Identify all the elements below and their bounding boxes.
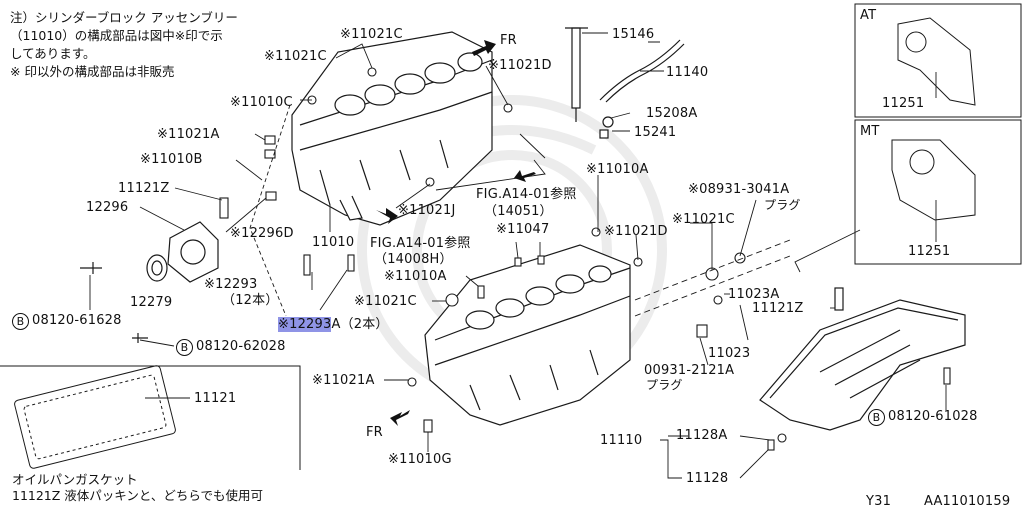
dipstick-assembly — [565, 27, 685, 139]
part-label-11021d[interactable]: ※11021D — [604, 224, 668, 239]
at-panel-label: AT — [860, 8, 877, 23]
fig-reference-14051[interactable]: FIG.A14-01参照 — [476, 187, 577, 202]
part-label-15241[interactable]: 15241 — [634, 125, 677, 140]
part-label-11021j[interactable]: ※11021J — [398, 203, 456, 218]
part-label-11021a[interactable]: ※11021A — [157, 127, 220, 142]
part-label-11121[interactable]: 11121 — [194, 391, 237, 406]
part-label-11110[interactable]: 11110 — [600, 433, 643, 448]
part-label-11021a[interactable]: ※11021A — [312, 373, 375, 388]
part-label-11128a[interactable]: 11128A — [676, 428, 728, 443]
assembly-note-line-4: ※ 印以外の構成部品は非販売 — [10, 64, 175, 79]
part-label-15208a[interactable]: 15208A — [646, 106, 698, 121]
part-label-11010a[interactable]: ※11010A — [586, 162, 649, 177]
part-label-11021c[interactable]: ※11021C — [340, 27, 403, 42]
part-label-11121z[interactable]: 11121Z — [752, 301, 804, 316]
part-label-11010a[interactable]: ※11010A — [384, 269, 447, 284]
oil-pan — [759, 287, 966, 431]
part-label-12279[interactable]: 12279 — [130, 295, 173, 310]
part-label-12293-quantity: （12本） — [222, 293, 279, 308]
fr-direction-top: FR — [500, 33, 517, 48]
footer-model-code: Y31 — [866, 494, 892, 509]
part-label-11010c[interactable]: ※11010C — [230, 95, 293, 110]
mt-panel-label: MT — [860, 124, 880, 139]
part-label-12293a-suffix: A（2本） — [331, 317, 389, 332]
assembly-note-line-3: してあります。 — [10, 46, 96, 61]
part-label-11010g[interactable]: ※11010G — [388, 452, 452, 467]
bolt-mark-icon: B — [868, 409, 885, 426]
part-label-11047[interactable]: ※11047 — [496, 222, 550, 237]
part-label-11021c[interactable]: ※11021C — [264, 49, 327, 64]
part-label-11128[interactable]: 11128 — [686, 471, 729, 486]
part-label-11010[interactable]: 11010 — [312, 235, 355, 250]
part-label-11023[interactable]: 11023 — [708, 346, 751, 361]
assembly-note-line-1: 注）シリンダーブロック アッセンブリー — [10, 10, 238, 25]
part-label-12293[interactable]: ※12293 — [204, 277, 258, 292]
leader-lines — [89, 32, 947, 479]
footer-figure-code: AA11010159 — [924, 494, 1011, 509]
rear-seal-parts — [80, 221, 219, 343]
part-label-11021d[interactable]: ※11021D — [488, 58, 552, 73]
fig-reference-14051-code: （14051） — [484, 204, 553, 219]
fr-arrows — [376, 40, 536, 426]
bolt-mark-icon: B — [12, 313, 29, 330]
part-label-12293a[interactable]: ※12293A（2本） — [278, 317, 389, 332]
fig-reference-14008h-code: （14008H） — [374, 252, 453, 267]
highlighted-part-number[interactable]: ※12293 — [278, 317, 332, 332]
part-label-12296d[interactable]: ※12296D — [230, 226, 294, 241]
fr-direction-bottom: FR — [366, 425, 383, 440]
fig-reference-14008h[interactable]: FIG.A14-01参照 — [370, 236, 471, 251]
part-label-00931-2121a[interactable]: 00931-2121A — [644, 363, 735, 378]
assembly-note-line-2: （11010）の構成部品は図中※印で示 — [10, 28, 223, 43]
cylinder-block-lower — [424, 244, 631, 426]
cylinder-block-upper — [291, 31, 493, 226]
part-label-11121z[interactable]: 11121Z — [118, 181, 170, 196]
part-label-15146[interactable]: 15146 — [612, 27, 655, 42]
bolt-mark-icon: B — [176, 339, 193, 356]
part-label-11251-mt[interactable]: 11251 — [908, 244, 951, 259]
part-label-11140[interactable]: 11140 — [666, 65, 709, 80]
gasket-note-line-2: 11121Z 液体パッキンと、どちらでも使用可 — [12, 488, 264, 503]
plug-label: プラグ — [646, 378, 683, 392]
gasket-note-line-1: オイルパンガスケット — [12, 472, 138, 487]
gasket-panel — [0, 365, 301, 470]
part-label-11023a[interactable]: 11023A — [728, 287, 780, 302]
part-label-11021c[interactable]: ※11021C — [354, 294, 417, 309]
fasteners — [219, 67, 951, 451]
plug-label: プラグ — [764, 198, 801, 212]
at-mt-panels — [854, 3, 1022, 265]
part-label-11251-at[interactable]: 11251 — [882, 96, 925, 111]
part-label-11021c[interactable]: ※11021C — [672, 212, 735, 227]
part-label-11010b[interactable]: ※11010B — [140, 152, 203, 167]
part-label-12296[interactable]: 12296 — [86, 200, 129, 215]
part-label-08931-3041a[interactable]: ※08931-3041A — [688, 182, 790, 197]
